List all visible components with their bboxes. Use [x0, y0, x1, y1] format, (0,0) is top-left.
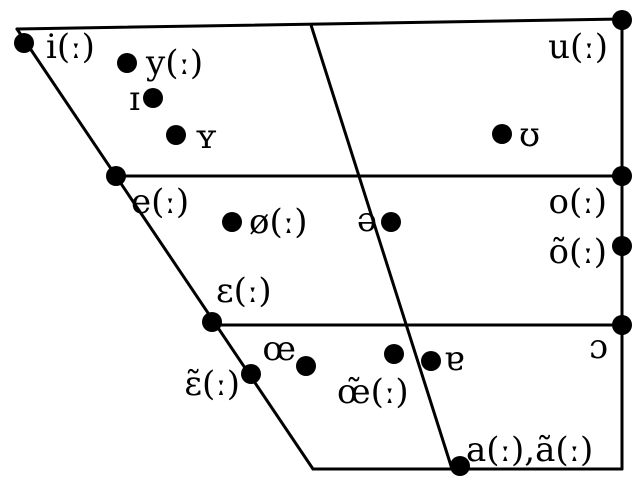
- vowel-dot-e-long: [106, 166, 126, 186]
- vowel-dot-oe-nasal-long: [384, 344, 404, 364]
- vowel-dot-o-long: [612, 166, 632, 186]
- vowel-dot-epsilon-long: [202, 312, 222, 332]
- vowel-label-epsilon-nasal: ɛ̃(ː): [184, 364, 240, 404]
- vowel-label-e-long: e(ː): [131, 182, 189, 222]
- vowel-label-o-nasal-long: õ(ː): [549, 232, 607, 272]
- vowel-label-small-cap-y: ʏ: [195, 117, 217, 157]
- left-slant-edge: [15, 27, 315, 471]
- central-line: [309, 23, 454, 471]
- vowel-label-open-o: ɔ: [589, 327, 608, 367]
- vowel-label-upsilon: ʊ: [519, 115, 540, 155]
- vowel-label-a-long-nasal: a(ː),ã(ː): [466, 430, 593, 470]
- vowel-label-turned-a: ɐ: [444, 339, 464, 379]
- vowel-dot-schwa: [381, 212, 401, 232]
- vowel-dot-turned-a: [421, 351, 441, 371]
- vowel-dot-open-o: [612, 315, 632, 335]
- vowel-dot-oe-ligature: [296, 356, 316, 376]
- vowel-dot-upsilon: [492, 124, 512, 144]
- vowel-label-o-slash-long: ø(ː): [249, 202, 307, 242]
- vowel-dot-u-long: [612, 10, 632, 30]
- vowel-label-epsilon-long: ɛ(ː): [216, 271, 272, 311]
- vowel-dot-epsilon-nasal: [241, 364, 261, 384]
- vowel-dot-small-cap-i: [143, 88, 163, 108]
- vowel-label-schwa: ə: [357, 200, 377, 240]
- vowel-label-small-cap-i: ɪ: [129, 79, 140, 119]
- vowel-dot-y-long: [117, 53, 137, 73]
- vowel-dot-o-slash-long: [222, 212, 242, 232]
- vowel-label-u-long: u(ː): [548, 27, 608, 67]
- vowel-dot-i-long: [14, 33, 34, 53]
- top-edge: [15, 17, 624, 31]
- vowel-label-o-long: o(ː): [549, 182, 607, 222]
- vowel-dot-small-cap-y: [166, 125, 186, 145]
- vowel-dot-o-nasal-long: [612, 236, 632, 256]
- vowel-dot-a-long-nasal: [450, 456, 470, 476]
- vowel-label-i-long: i(ː): [46, 27, 95, 67]
- vowel-label-oe-ligature: œ: [262, 329, 296, 369]
- vowel-label-oe-nasal-long: œ̃(ː): [337, 372, 409, 412]
- vowel-label-y-long: y(ː): [145, 43, 203, 83]
